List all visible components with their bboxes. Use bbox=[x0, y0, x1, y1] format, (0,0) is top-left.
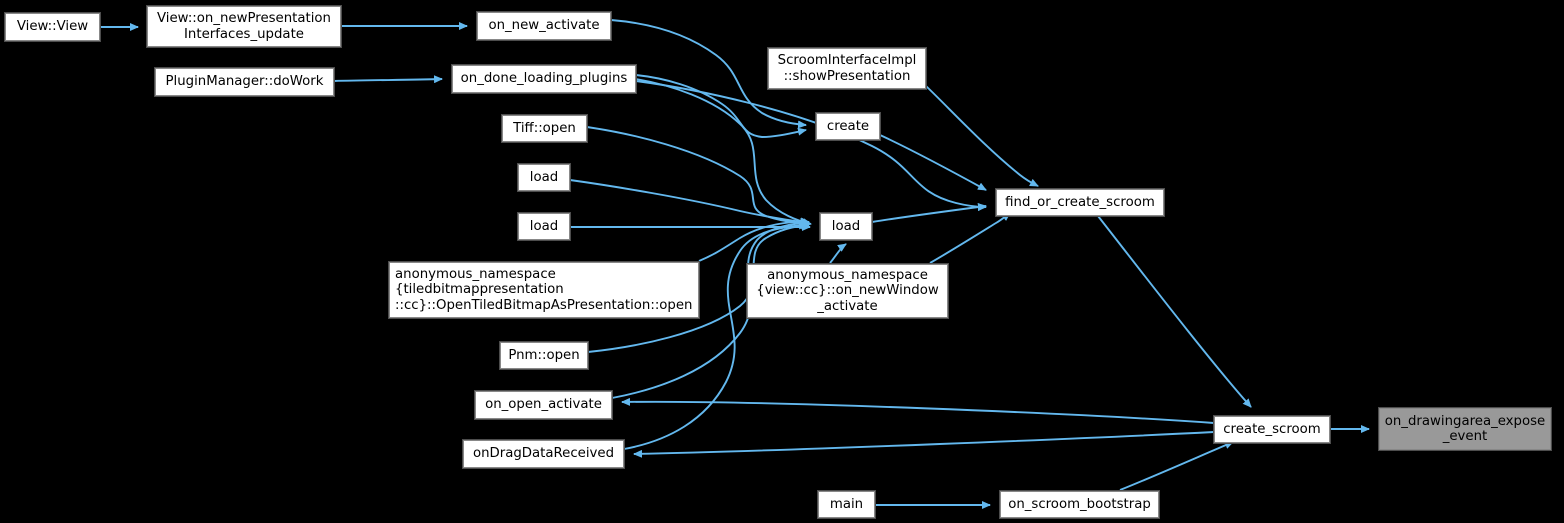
edge-on_done_loading-to-find_or_create bbox=[635, 80, 987, 211]
node-label-on_scroom_bootstrap: on_scroom_bootstrap bbox=[1008, 496, 1151, 512]
node-on_new_activate[interactable]: on_new_activate bbox=[476, 11, 612, 41]
edge-scroom_showpres-to-find_or_create bbox=[925, 85, 1039, 187]
edge-on_scroom_bootstrap-to-create_scroom bbox=[1119, 441, 1234, 491]
node-anon_newwindow[interactable]: anonymous_namespace {view::cc}::on_newWi… bbox=[746, 263, 949, 319]
node-create_scroom[interactable]: create_scroom bbox=[1213, 415, 1331, 444]
edge-anon_tiledbitmap-to-load_c bbox=[698, 217, 810, 262]
node-tiff_open[interactable]: Tiff::open bbox=[501, 114, 588, 143]
node-label-tiff_open: Tiff::open bbox=[513, 120, 576, 136]
node-view_view[interactable]: View::View bbox=[4, 12, 101, 42]
edge-find_or_create-to-create_scroom bbox=[1097, 215, 1252, 408]
node-main[interactable]: main bbox=[817, 490, 876, 519]
edge-anon_newwindow-to-load_c bbox=[829, 243, 847, 264]
node-label-pluginmanager_dowork: PluginManager::doWork bbox=[165, 74, 324, 90]
edge-anon_newwindow-to-find_or_create bbox=[929, 212, 1011, 264]
node-scroom_showpres[interactable]: ScroomInterfaceImpl ::showPresentation bbox=[767, 47, 927, 90]
edge-create_scroom-to-ondragdatareceived bbox=[633, 431, 1215, 458]
node-pnm_open[interactable]: Pnm::open bbox=[499, 341, 589, 370]
node-pluginmanager_dowork[interactable]: PluginManager::doWork bbox=[154, 67, 335, 97]
node-load_c[interactable]: load bbox=[819, 212, 873, 241]
node-find_or_create[interactable]: find_or_create_scroom bbox=[995, 188, 1165, 217]
node-label-anon_newwindow: anonymous_namespace {view::cc}::on_newWi… bbox=[756, 267, 939, 314]
node-label-ondragdatareceived: onDragDataReceived bbox=[472, 446, 615, 462]
node-load_a[interactable]: load bbox=[517, 163, 571, 192]
node-label-create: create bbox=[826, 118, 870, 134]
node-label-on_open_activate: on_open_activate bbox=[485, 397, 602, 413]
node-label-load_c: load bbox=[831, 218, 861, 234]
edge-create-to-find_or_create bbox=[879, 134, 987, 191]
node-on_done_loading[interactable]: on_done_loading_plugins bbox=[451, 64, 637, 94]
node-label-anon_tiledbitmap: anonymous_namespace {tiledbitmappresenta… bbox=[395, 266, 693, 313]
node-label-view_on_newpres: View::on_newPresentation Interfaces_upda… bbox=[157, 11, 331, 42]
edge-ondragdatareceived-to-load_c bbox=[623, 221, 808, 450]
node-label-load_b: load bbox=[529, 218, 559, 234]
edge-load_a-to-load_c bbox=[569, 179, 809, 226]
edge-create_scroom-to-on_open_activate bbox=[621, 397, 1215, 424]
node-create[interactable]: create bbox=[815, 112, 881, 141]
node-label-pnm_open: Pnm::open bbox=[508, 347, 580, 363]
node-on_scroom_bootstrap[interactable]: on_scroom_bootstrap bbox=[999, 490, 1160, 519]
node-label-main: main bbox=[829, 496, 864, 512]
edge-pluginmanager_dowork-to-on_done_loading bbox=[333, 75, 443, 84]
node-ondragdatareceived[interactable]: onDragDataReceived bbox=[462, 439, 625, 469]
edge-on_done_loading-to-load_c bbox=[635, 78, 812, 227]
node-label-on_done_loading: on_done_loading_plugins bbox=[460, 71, 628, 87]
node-label-scroom_showpres: ScroomInterfaceImpl ::showPresentation bbox=[777, 53, 917, 84]
edge-load_c-to-find_or_create bbox=[871, 203, 987, 223]
node-label-load_a: load bbox=[529, 169, 559, 185]
node-on_drawingarea[interactable]: on_drawingarea_expose _event bbox=[1378, 407, 1552, 451]
node-label-create_scroom: create_scroom bbox=[1223, 421, 1321, 437]
edge-on_done_loading-to-create bbox=[635, 74, 807, 138]
node-on_open_activate[interactable]: on_open_activate bbox=[474, 390, 613, 420]
node-load_b[interactable]: load bbox=[517, 212, 571, 241]
edge-tiff_open-to-load_c bbox=[586, 126, 811, 228]
node-label-on_new_activate: on_new_activate bbox=[488, 18, 600, 34]
node-anon_tiledbitmap[interactable]: anonymous_namespace {tiledbitmappresenta… bbox=[388, 261, 700, 319]
node-label-find_or_create: find_or_create_scroom bbox=[1005, 194, 1155, 210]
node-view_on_newpres[interactable]: View::on_newPresentation Interfaces_upda… bbox=[146, 5, 342, 48]
node-label-on_drawingarea: on_drawingarea_expose _event bbox=[1384, 413, 1546, 445]
node-label-view_view: View::View bbox=[16, 19, 89, 35]
edge-on_new_activate-to-create bbox=[610, 19, 807, 129]
